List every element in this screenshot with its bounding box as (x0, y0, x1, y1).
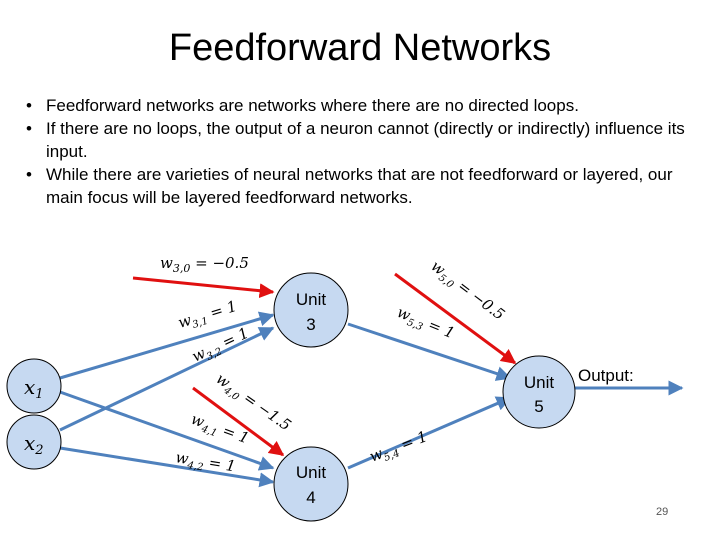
bullet-list: Feedforward networks are networks where … (22, 94, 702, 209)
bias-edge-unit5 (394, 272, 517, 365)
edge-x1-unit3 (59, 311, 275, 380)
svg-text:4: 4 (306, 488, 315, 507)
weight-label-w31: w3,1 = 1 (176, 297, 240, 335)
edge-x1-unit4 (59, 390, 275, 471)
svg-text:x1: x1 (24, 375, 44, 402)
svg-text:Unit: Unit (524, 373, 555, 392)
bullet-item: Feedforward networks are networks where … (22, 94, 702, 117)
edge-unit4-unit5 (347, 396, 512, 470)
weight-label-w30: w3,0 = −0.5 (160, 254, 249, 275)
bias-edge-unit3 (132, 276, 275, 299)
weight-label-w53: w5,3 = 1 (393, 303, 457, 345)
weight-label-w41: w4,1 = 1 (188, 410, 252, 450)
svg-text:x2: x2 (24, 431, 44, 458)
input-node-x1: x1 (6, 358, 62, 414)
input-node-x2: x2 (6, 414, 62, 470)
bullet-item: If there are no loops, the output of a n… (22, 117, 702, 163)
page-number: 29 (656, 506, 669, 518)
edge-x2-unit4 (59, 446, 275, 488)
weight-label-w54: w5,4 = 1 (367, 427, 431, 468)
slide-title: Feedforward Networks (168, 27, 552, 69)
bullet-item: While there are varieties of neural netw… (22, 163, 702, 209)
svg-text:Unit: Unit (296, 463, 327, 482)
edge-unit3-unit5 (347, 322, 512, 381)
svg-text:5: 5 (534, 397, 543, 416)
unit-node-3: Unit 3 (273, 272, 349, 348)
unit-node-4: Unit 4 (273, 446, 349, 522)
svg-text:3: 3 (306, 315, 315, 334)
output-label: Output: (578, 366, 634, 385)
unit-node-5: Unit 5 (502, 355, 576, 429)
weight-label-w50: w5,0 = −0.5 (426, 257, 508, 326)
edge-x2-unit3 (59, 326, 275, 432)
weight-label-w42: w4,2 = 1 (174, 448, 237, 478)
svg-text:Unit: Unit (296, 290, 327, 309)
bias-edge-unit4 (192, 386, 285, 457)
